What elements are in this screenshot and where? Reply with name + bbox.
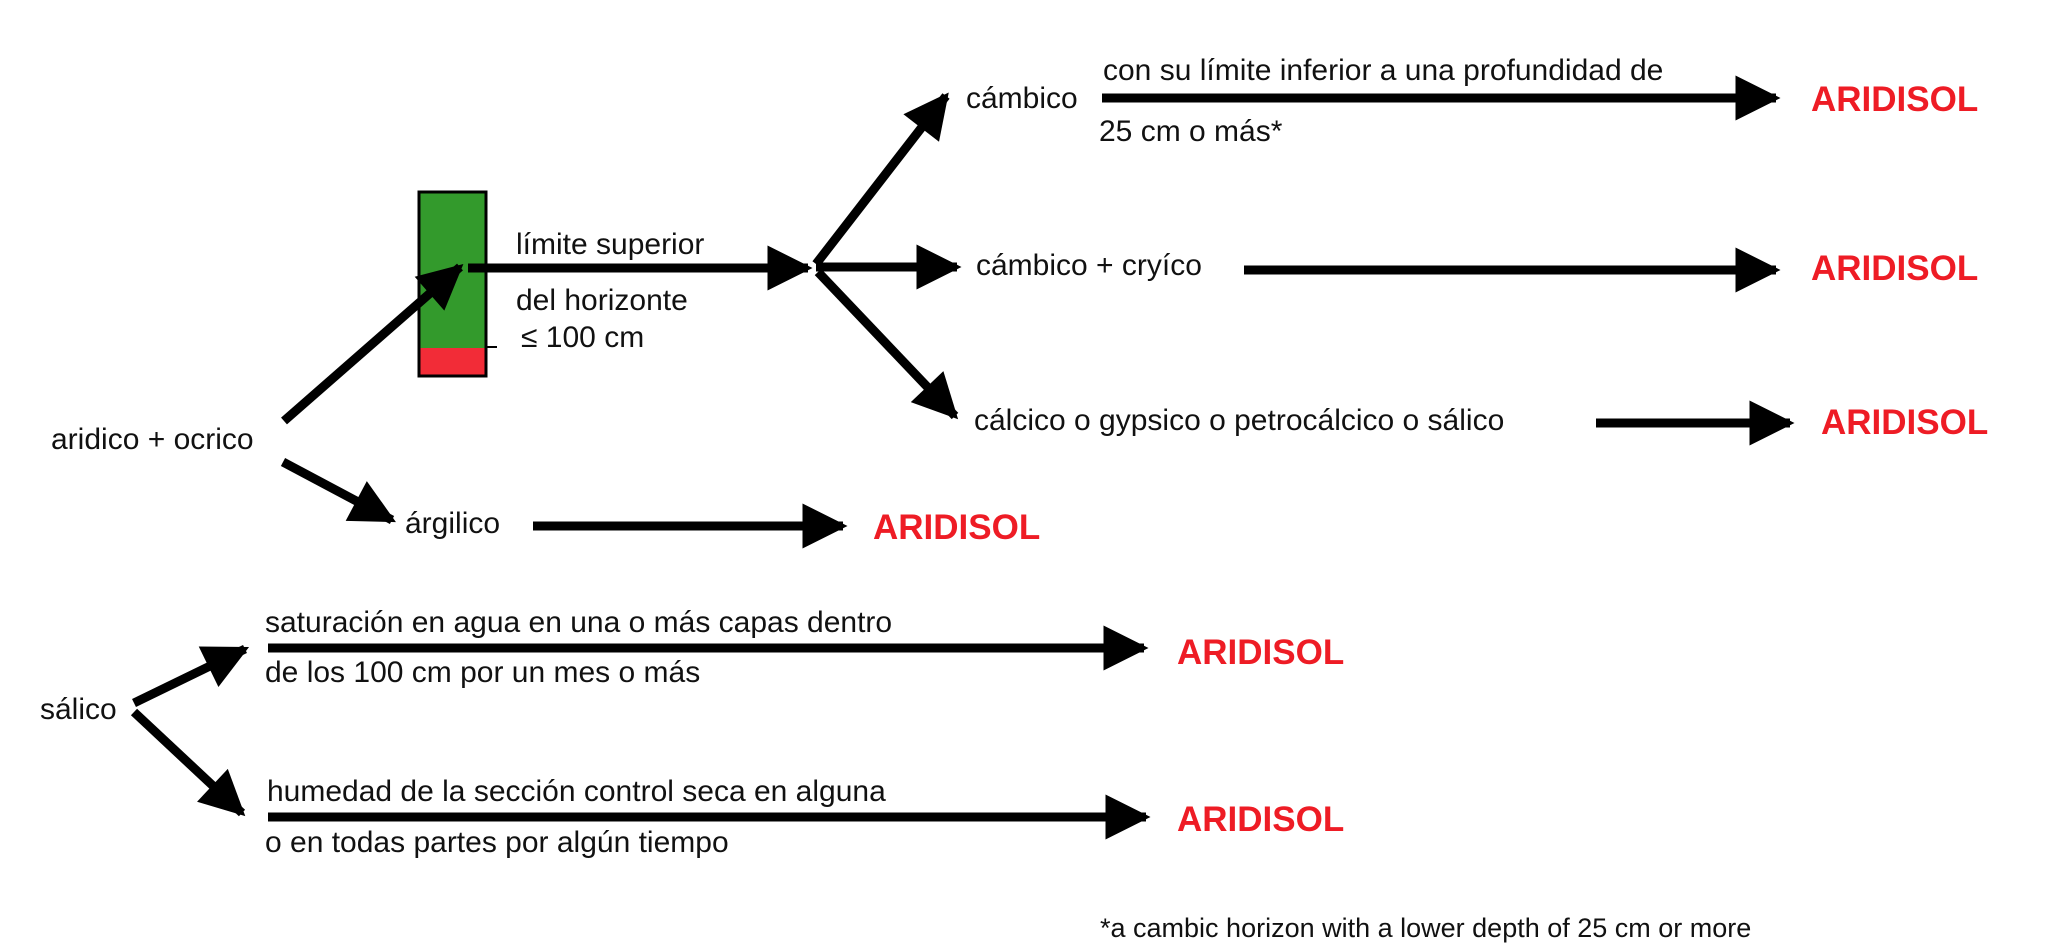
label-saturacion-1: saturación en agua en una o más capas de… [265,606,893,639]
result-aridisol-6: ARIDISOL [1177,800,1345,839]
label-cambico-lower-2: 25 cm o más* [1099,115,1283,148]
label-saturacion-2: de los 100 cm por un mes o más [265,656,701,689]
arrow-to-argilico [280,458,396,524]
result-aridisol-1: ARIDISOL [1811,80,1979,119]
arrow-to-saturacion [132,644,250,708]
result-aridisol-2: ARIDISOL [1811,249,1979,288]
label-humedad-1: humedad de la sección control seca en al… [267,775,886,808]
label-cambico-lower-1: con su límite inferior a una profundidad… [1103,54,1664,87]
label-cambico: cámbico [966,82,1078,115]
footnote-star: * [1100,913,1111,943]
result-aridisol-4: ARIDISOL [873,508,1041,547]
arrow-to-profile [281,263,464,425]
label-del-horizonte: del horizonte [516,284,688,317]
arrow-to-calcico [814,268,959,420]
label-humedad-2: o en todas partes por algún tiempo [265,826,729,859]
footnote-text: a cambic horizon with a lower depth of 2… [1110,913,1752,943]
profile-lower-horizon [419,348,486,376]
label-cambico-cryico: cámbico + cryíco [976,249,1202,282]
footnote: *a cambic horizon with a lower depth of … [1100,915,1751,942]
result-aridisol-3: ARIDISOL [1821,403,1989,442]
label-limite-superior: límite superior [516,228,705,261]
arrow-to-cambico [812,92,950,267]
label-calcico: cálcico o gypsico o petrocálcico o sálic… [974,404,1505,437]
result-aridisol-5: ARIDISOL [1177,633,1345,672]
label-depth-100: ≤ 100 cm [521,321,645,354]
label-aridico-ocrico: aridico + ocrico [51,423,254,456]
arrow-to-humedad [130,708,246,817]
label-argilico: árgilico [405,507,501,540]
label-salico: sálico [40,693,117,726]
